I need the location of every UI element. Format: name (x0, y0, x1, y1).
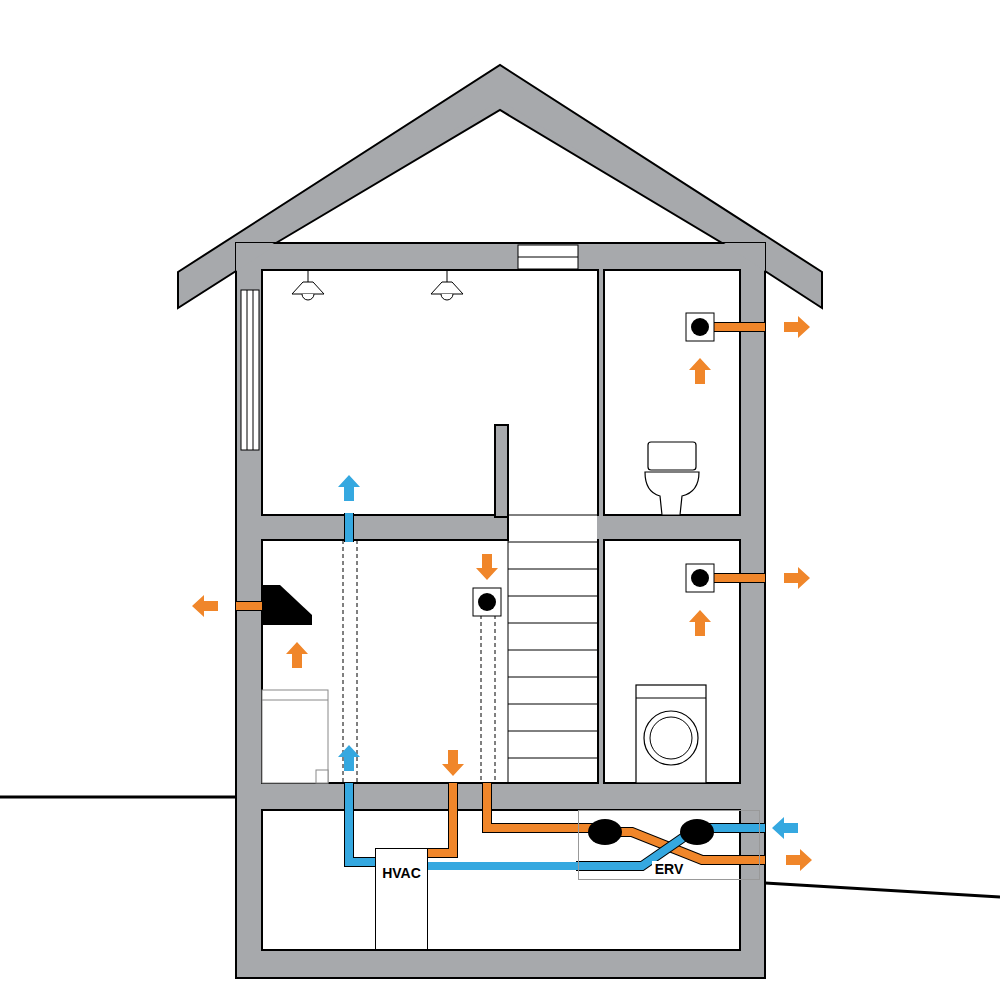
washer (650, 717, 692, 759)
toilet (645, 472, 699, 515)
lamp (302, 294, 314, 300)
supply-duct (345, 513, 353, 542)
ground-line (765, 883, 1000, 897)
duct-chase (481, 615, 482, 783)
room (262, 270, 598, 515)
stair-edge (508, 515, 509, 783)
window (253, 290, 254, 450)
airflow-arrow (784, 567, 810, 589)
supply-duct (349, 783, 375, 862)
stair-step (508, 515, 598, 516)
airflow-arrow (784, 316, 810, 338)
duct-chase (495, 615, 496, 783)
range (262, 700, 328, 701)
exhaust-duct (712, 323, 765, 331)
stair-step (508, 596, 598, 597)
erv-fan (680, 819, 714, 845)
airflow-arrow (192, 595, 218, 617)
erv-fan (588, 819, 622, 845)
stair-step (508, 731, 598, 732)
range (316, 770, 328, 783)
airflow-arrow (786, 849, 812, 871)
lamp (447, 270, 448, 282)
return-duct (428, 783, 453, 853)
airflow-arrow (286, 642, 308, 668)
exhaust-duct (712, 574, 765, 582)
unit-label: HVAC (376, 865, 427, 881)
washer (644, 711, 698, 765)
window (241, 290, 259, 450)
exhaust-fan (686, 564, 714, 592)
exhaust-duct (712, 573, 765, 583)
airflow-arrow (338, 745, 360, 771)
hood-duct (236, 601, 262, 611)
stair-step (508, 650, 598, 651)
lamp (441, 294, 453, 300)
exhaust-fan (691, 318, 709, 336)
hood-duct (236, 602, 262, 610)
room (262, 540, 598, 783)
lamp (308, 270, 309, 282)
washer (636, 685, 706, 783)
erv-unit: ERV (578, 810, 760, 880)
window (247, 290, 248, 450)
airflow-arrow (442, 750, 464, 776)
washer (636, 698, 706, 699)
unit-label: ERV (579, 861, 759, 877)
range (262, 690, 328, 783)
stair-step (508, 704, 598, 705)
lamp (431, 282, 463, 294)
ground-line (0, 796, 236, 799)
exhaust-duct (487, 783, 596, 828)
supply-duct (428, 862, 578, 870)
house-walls (236, 243, 765, 978)
partition-wall (495, 425, 508, 517)
stairwell (509, 513, 597, 542)
exhaust-duct (487, 783, 596, 828)
airflow-arrow (689, 610, 711, 636)
range-hood (262, 585, 312, 625)
airflow-arrow (476, 554, 498, 580)
airflow-arrow (689, 358, 711, 384)
airflow-arrow (338, 475, 360, 501)
supply-duct (349, 783, 375, 862)
airflow-arrow (772, 817, 798, 839)
stair-step (508, 758, 598, 759)
stair-step (508, 623, 598, 624)
duct-chase (357, 540, 358, 783)
duct-chase (343, 540, 344, 783)
exhaust-fan (478, 593, 496, 611)
exhaust-fan (691, 569, 709, 587)
stair-step (508, 677, 598, 678)
roof-inner (236, 100, 765, 271)
room (604, 270, 740, 515)
attic (276, 110, 722, 243)
lamp (292, 282, 324, 294)
hvac-unit: HVAC (375, 848, 428, 950)
exhaust-fan (473, 588, 501, 616)
stair-step (508, 542, 598, 543)
exhaust-duct (712, 322, 765, 332)
return-duct (428, 783, 453, 853)
attic-hatch (518, 257, 578, 258)
supply-duct (344, 513, 354, 542)
attic-hatch (518, 245, 578, 269)
stair-step (508, 569, 598, 570)
toilet (648, 442, 696, 470)
exhaust-fan (686, 313, 714, 341)
